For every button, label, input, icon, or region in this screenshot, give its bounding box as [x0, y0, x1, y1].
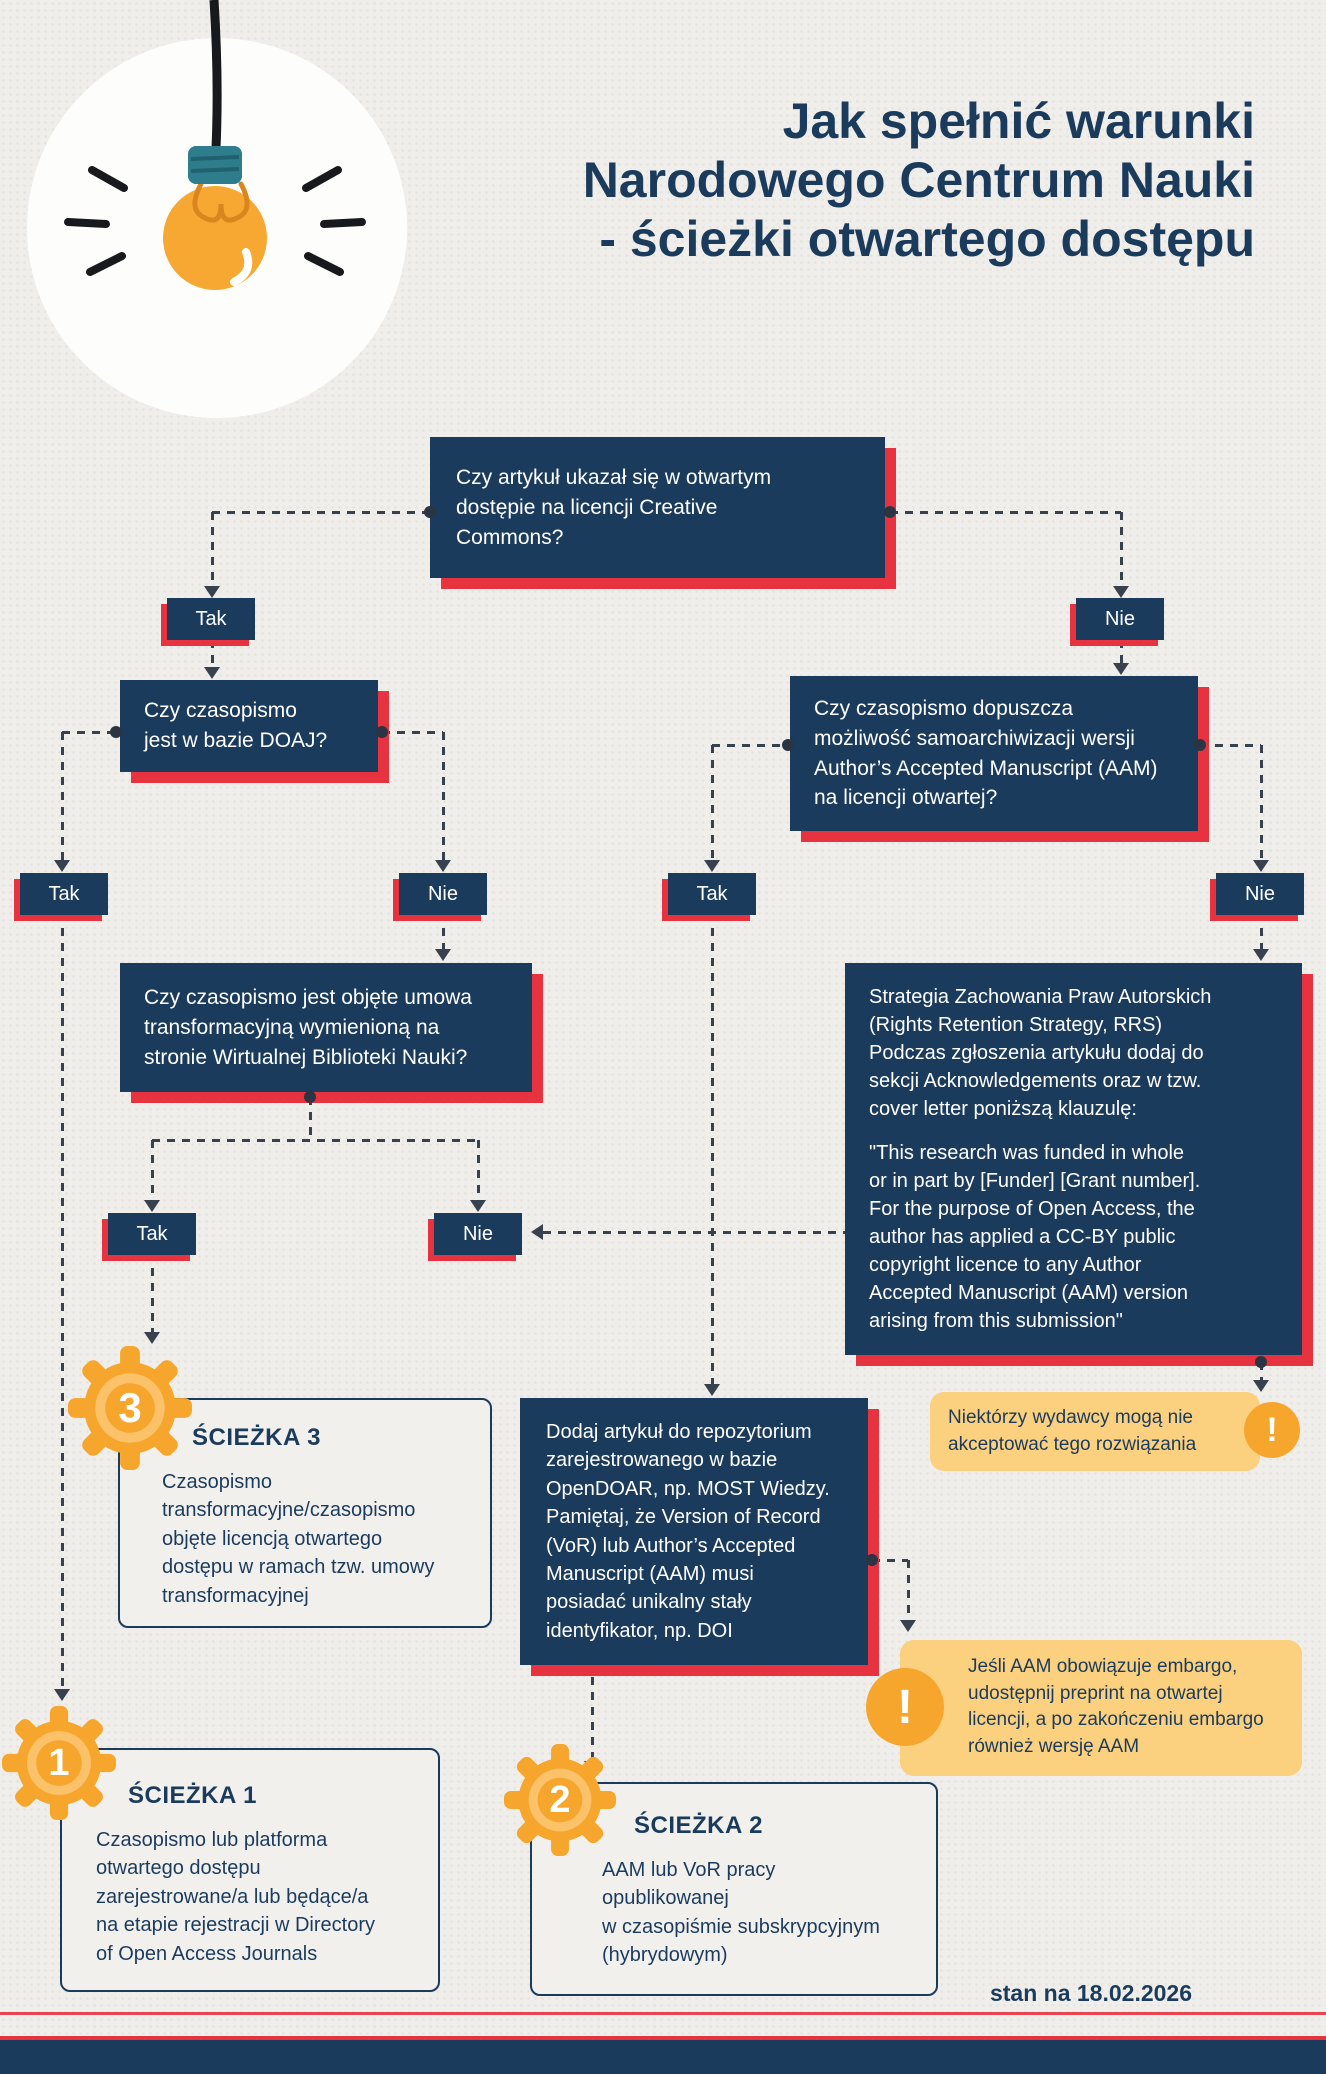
- path-2-text: AAM lub VoR pracy opublikowanej w czasop…: [602, 1859, 880, 1967]
- connector: [211, 512, 214, 588]
- connector: [1120, 640, 1123, 664]
- junction-dot: [782, 739, 794, 751]
- connector: [151, 1253, 154, 1334]
- status-date: stan na 18.02.2026: [989, 1980, 1192, 2006]
- lightbulb-icon: [27, 0, 407, 418]
- junction-dot: [304, 1091, 316, 1103]
- gear-icon: 3: [68, 1346, 192, 1470]
- connector: [1260, 745, 1263, 862]
- junction-dot: [424, 506, 436, 518]
- flow-arrow: [1253, 1380, 1269, 1392]
- flow-arrow: [1253, 949, 1269, 961]
- path-1-text: Czasopismo lub platforma otwartego dostę…: [96, 1829, 375, 1965]
- connector: [872, 1559, 908, 1562]
- flow-arrow: [204, 586, 220, 598]
- connector: [890, 511, 1121, 514]
- path-3-number: 3: [118, 1384, 142, 1431]
- junction-dot: [1255, 1356, 1267, 1368]
- flow-arrow: [704, 860, 720, 872]
- connector: [711, 913, 714, 1385]
- connector: [543, 1231, 845, 1234]
- junction-dot: [866, 1554, 878, 1566]
- flow-arrow: [531, 1224, 543, 1240]
- connector: [442, 913, 445, 951]
- path-3-text: Czasopismo transformacyjne/czasopismo ob…: [162, 1471, 435, 1607]
- flow-arrow: [1113, 586, 1129, 598]
- flow-arrow: [435, 949, 451, 961]
- label-yes: Tak: [108, 1213, 196, 1255]
- warning-icon: !: [866, 1668, 944, 1746]
- connector: [61, 732, 64, 862]
- connector: [442, 732, 445, 862]
- question-doaj: Czy czasopismo jest w bazie DOAJ?: [120, 680, 378, 772]
- path-2-title: ŚCIEŻKA 2: [634, 1812, 763, 1839]
- question-self-archiving: Czy czasopismo dopuszcza możliwość samoa…: [790, 676, 1198, 832]
- action-rights-retention: Strategia Zachowania Praw Autorskich (Ri…: [845, 963, 1302, 1355]
- connector: [711, 745, 714, 862]
- title-line-2: Narodowego Centrum Nauki: [582, 152, 1255, 208]
- label-yes: Tak: [167, 598, 255, 640]
- connector: [1260, 1362, 1263, 1382]
- label-yes: Tak: [668, 873, 756, 915]
- flow-arrow: [1253, 860, 1269, 872]
- flow-arrow: [470, 1200, 486, 1212]
- junction-dot: [376, 726, 388, 738]
- label-no: Nie: [434, 1213, 522, 1255]
- title-line-1: Jak spełnić warunki: [782, 93, 1255, 149]
- connector: [712, 744, 788, 747]
- flow-arrow: [435, 860, 451, 872]
- question-transformative-agreement: Czy czasopismo jest objęte umowa transfo…: [120, 963, 532, 1093]
- flow-arrow: [54, 1689, 70, 1701]
- warning-icon: !: [1244, 1402, 1300, 1458]
- connector: [1200, 744, 1261, 747]
- connector: [382, 731, 443, 734]
- flow-arrow: [1113, 663, 1129, 675]
- connector: [151, 1140, 154, 1202]
- label-no: Nie: [1216, 873, 1304, 915]
- connector: [309, 1097, 312, 1140]
- connector: [62, 731, 116, 734]
- junction-dot: [884, 506, 896, 518]
- junction-dot: [110, 726, 122, 738]
- path-2-box: ŚCIEŻKA 2 AAM lub VoR pracy opublikowane…: [530, 1782, 938, 1996]
- rrs-clause-text: "This research was funded in whole or in…: [869, 1142, 1201, 1332]
- path-1-title: ŚCIEŻKA 1: [128, 1782, 257, 1809]
- connector: [152, 1139, 479, 1142]
- connector: [61, 913, 64, 1691]
- connector: [1260, 913, 1263, 951]
- footer-bar: [0, 2036, 1326, 2074]
- note-publishers-warning: Niektórzy wydawcy mogą nie akceptować te…: [930, 1392, 1260, 1472]
- page-title: Jak spełnić warunki Narodowego Centrum N…: [400, 92, 1255, 269]
- note-embargo: Jeśli AAM obowiązuje embargo, udostępnij…: [900, 1640, 1302, 1776]
- flow-arrow: [204, 667, 220, 679]
- action-add-to-repository: Dodaj artykuł do repozytorium zarejestro…: [520, 1398, 868, 1666]
- path-1-box: ŚCIEŻKA 1 Czasopismo lub platforma otwar…: [60, 1748, 440, 1992]
- path-1-number: 1: [48, 1741, 70, 1784]
- path-3-title: ŚCIEŻKA 3: [192, 1424, 321, 1451]
- flow-arrow: [704, 1384, 720, 1396]
- gear-icon: 1: [2, 1706, 116, 1820]
- connector: [212, 511, 430, 514]
- flow-arrow: [54, 860, 70, 872]
- label-no: Nie: [399, 873, 487, 915]
- path-3-box: ŚCIEŻKA 3 Czasopismo transformacyjne/cza…: [118, 1398, 492, 1628]
- rrs-intro-text: Strategia Zachowania Praw Autorskich (Ri…: [869, 986, 1212, 1120]
- flow-arrow: [144, 1332, 160, 1344]
- question-open-access-cc: Czy artykuł ukazał się w otwartym dostęp…: [430, 437, 885, 579]
- connector: [211, 640, 214, 668]
- flow-arrow: [900, 1620, 916, 1632]
- connector: [907, 1560, 910, 1622]
- connector: [591, 1662, 594, 1763]
- footer-accent-line: [0, 2012, 1326, 2015]
- flow-arrow: [144, 1200, 160, 1212]
- connector: [1120, 512, 1123, 588]
- gear-icon: 2: [504, 1744, 616, 1856]
- label-yes: Tak: [20, 873, 108, 915]
- junction-dot: [1194, 739, 1206, 751]
- connector: [477, 1140, 480, 1202]
- path-2-number: 2: [549, 1778, 571, 1821]
- title-line-3: - ścieżki otwartego dostępu: [599, 211, 1255, 267]
- label-no: Nie: [1076, 598, 1164, 640]
